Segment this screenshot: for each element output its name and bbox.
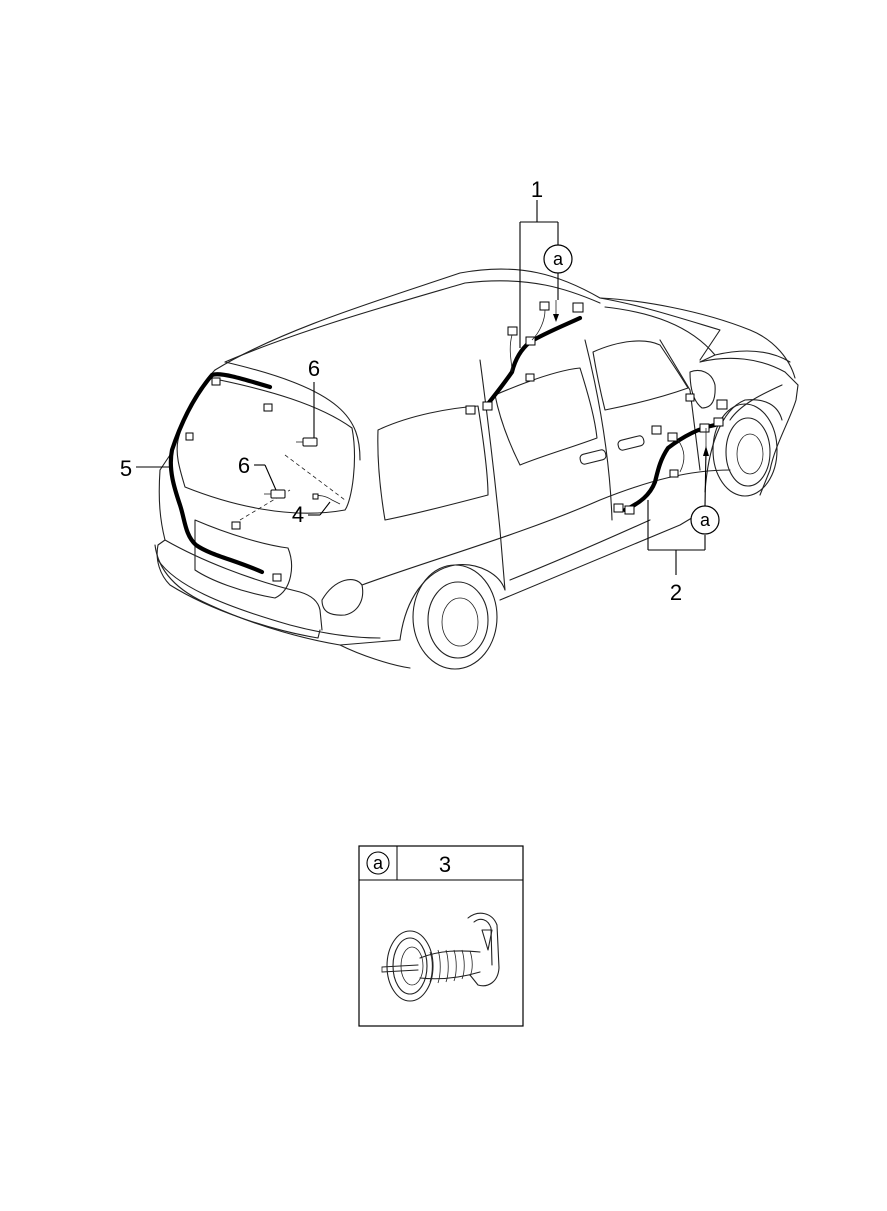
detail-part-number: 3 <box>439 852 451 877</box>
part-6-bolt-upper <box>296 437 318 447</box>
detail-box-part-3: a 3 <box>358 845 524 1027</box>
harness-2-front-door <box>613 393 728 515</box>
callout-6-middle: 6 <box>238 453 277 491</box>
van-body-outline <box>154 268 799 670</box>
harness-5-tailgate <box>168 372 282 582</box>
callout-1: 1 a <box>519 177 573 348</box>
callout-5-label: 5 <box>120 456 132 481</box>
detail-ref-label: a <box>373 853 384 873</box>
grommet-illustration <box>381 912 500 1002</box>
detail-ref-a-circle <box>366 851 390 875</box>
callout-2: 2 a <box>647 447 720 605</box>
callout-2-label: 2 <box>670 580 682 605</box>
callout-1-label: 1 <box>531 177 543 202</box>
part-4-connector <box>312 493 341 505</box>
ref-a-right-label: a <box>700 510 711 530</box>
callout-6-upper-label: 6 <box>308 356 320 381</box>
callout-6-middle-label: 6 <box>238 453 250 478</box>
part-6-bolt-lower <box>264 489 286 499</box>
ref-a-top-label: a <box>553 249 564 269</box>
callout-4-label: 4 <box>292 502 304 527</box>
callout-4: 4 <box>292 501 331 527</box>
harness-1-roof <box>465 300 584 415</box>
callout-5: 5 <box>120 456 172 481</box>
callout-6-upper: 6 <box>308 356 320 438</box>
